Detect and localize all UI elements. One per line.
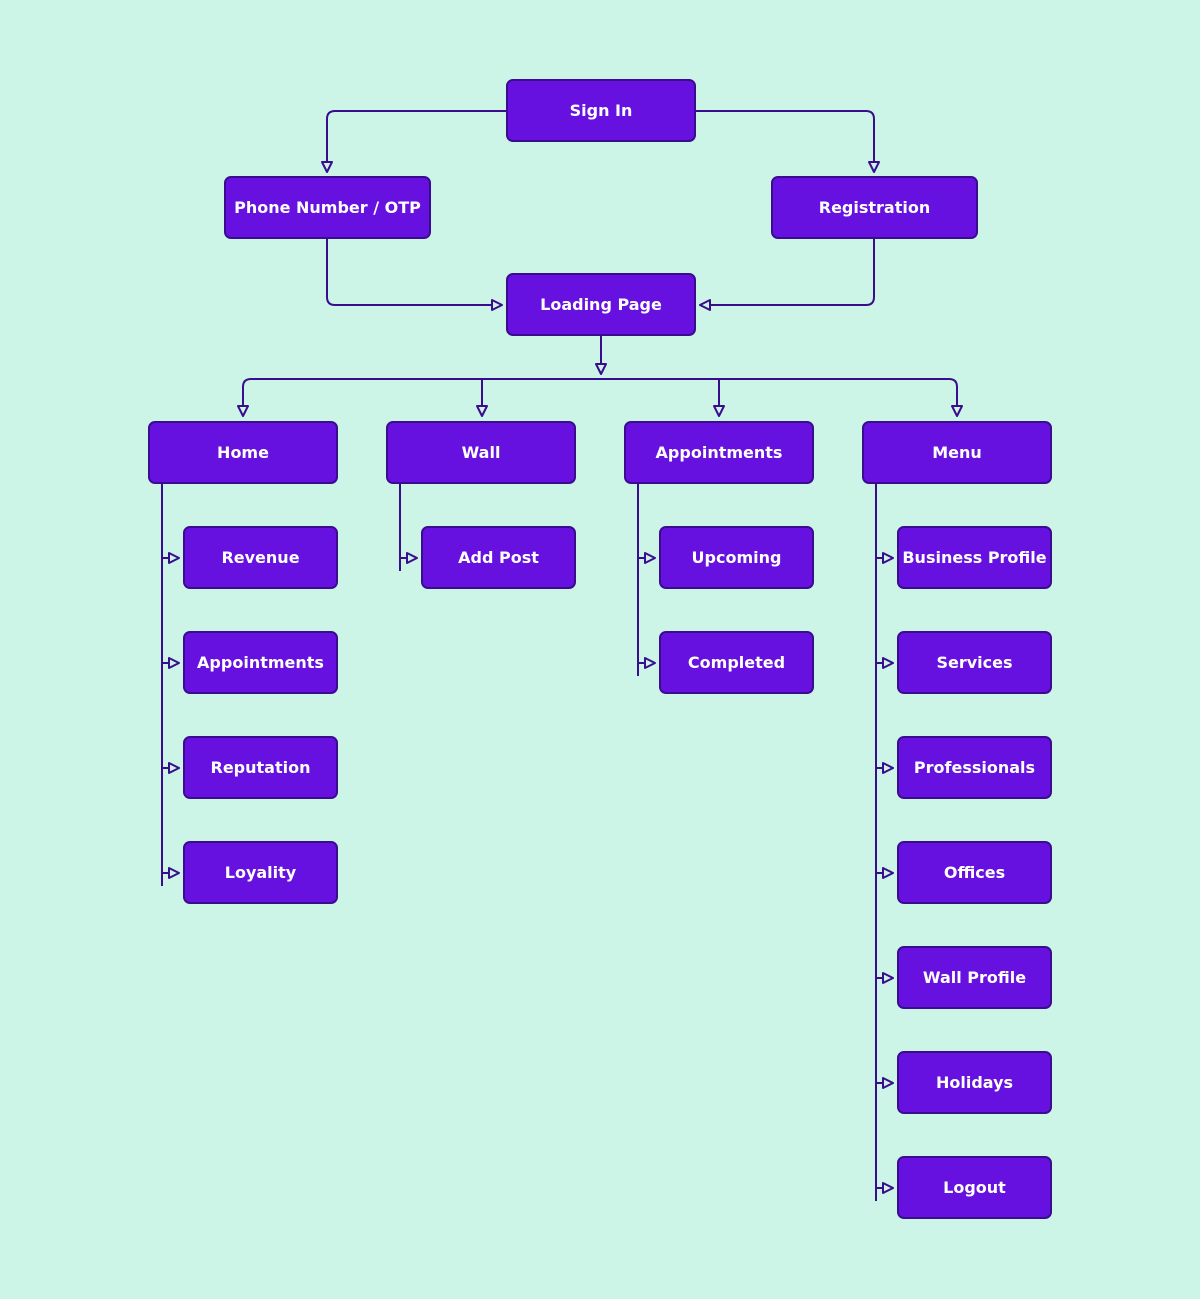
connector-signin-phone xyxy=(326,110,506,167)
arrow-down-wall xyxy=(476,405,488,417)
arrow-right-revenue xyxy=(168,552,180,564)
arrow-right-business-profile xyxy=(882,552,894,564)
node-revenue[interactable]: Revenue xyxy=(183,526,338,589)
node-home-appointments[interactable]: Appointments xyxy=(183,631,338,694)
node-phone-number-otp[interactable]: Phone Number / OTP xyxy=(224,176,431,239)
node-wall-profile[interactable]: Wall Profile xyxy=(897,946,1052,1009)
node-professionals[interactable]: Professionals xyxy=(897,736,1052,799)
arrow-down-registration xyxy=(868,161,880,173)
connector-phone-loading xyxy=(326,239,497,306)
node-offices[interactable]: Offices xyxy=(897,841,1052,904)
node-completed[interactable]: Completed xyxy=(659,631,814,694)
connector-registration-loading xyxy=(704,239,875,306)
node-services[interactable]: Services xyxy=(897,631,1052,694)
node-wall[interactable]: Wall xyxy=(386,421,576,484)
node-menu[interactable]: Menu xyxy=(862,421,1052,484)
arrow-down-phone xyxy=(321,161,333,173)
arrow-right-professionals xyxy=(882,762,894,774)
node-appointments[interactable]: Appointments xyxy=(624,421,814,484)
arrow-right-reputation xyxy=(168,762,180,774)
node-loading-page[interactable]: Loading Page xyxy=(506,273,696,336)
node-reputation[interactable]: Reputation xyxy=(183,736,338,799)
node-business-profile[interactable]: Business Profile xyxy=(897,526,1052,589)
arrow-right-add-post xyxy=(406,552,418,564)
node-registration[interactable]: Registration xyxy=(771,176,978,239)
arrow-right-services xyxy=(882,657,894,669)
arrow-right-logout xyxy=(882,1182,894,1194)
arrow-right-home-appointments xyxy=(168,657,180,669)
node-sign-in[interactable]: Sign In xyxy=(506,79,696,142)
node-loyality[interactable]: Loyality xyxy=(183,841,338,904)
arrow-right-holidays xyxy=(882,1077,894,1089)
node-upcoming[interactable]: Upcoming xyxy=(659,526,814,589)
arrow-right-offices xyxy=(882,867,894,879)
node-holidays[interactable]: Holidays xyxy=(897,1051,1052,1114)
node-add-post[interactable]: Add Post xyxy=(421,526,576,589)
arrow-right-wall-profile xyxy=(882,972,894,984)
arrow-right-completed xyxy=(644,657,656,669)
node-home[interactable]: Home xyxy=(148,421,338,484)
arrow-down-menu xyxy=(951,405,963,417)
connector-tab-bus xyxy=(242,378,958,412)
arrow-down-home xyxy=(237,405,249,417)
arrow-down-appointments xyxy=(713,405,725,417)
connector-signin-registration xyxy=(695,110,875,167)
arrow-right-loyality xyxy=(168,867,180,879)
arrow-down-bus xyxy=(595,363,607,375)
arrow-left-loading xyxy=(699,299,711,311)
arrow-right-loading xyxy=(491,299,503,311)
node-logout[interactable]: Logout xyxy=(897,1156,1052,1219)
arrow-right-upcoming xyxy=(644,552,656,564)
